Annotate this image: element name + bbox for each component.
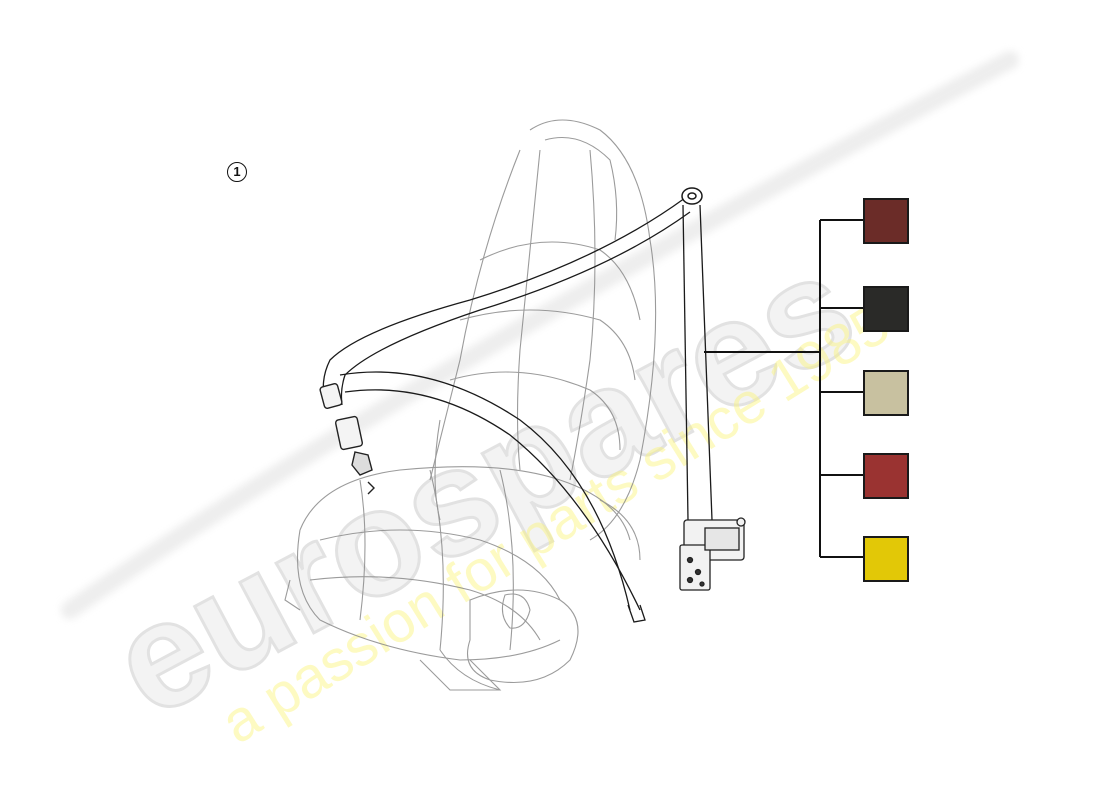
callout-1: 1 [227, 162, 247, 182]
seat-outline [284, 119, 657, 691]
buckle-assembly [319, 383, 375, 495]
retractor [679, 517, 746, 591]
color-swatch-black [863, 286, 909, 332]
color-swatch-beige [863, 370, 909, 416]
color-swatch-dark-brown [863, 198, 909, 244]
upper-anchor [681, 187, 703, 205]
color-variant-leaders [704, 219, 864, 558]
color-swatch-yellow [863, 536, 909, 582]
color-swatch-red [863, 453, 909, 499]
belt-webbing [322, 197, 713, 623]
